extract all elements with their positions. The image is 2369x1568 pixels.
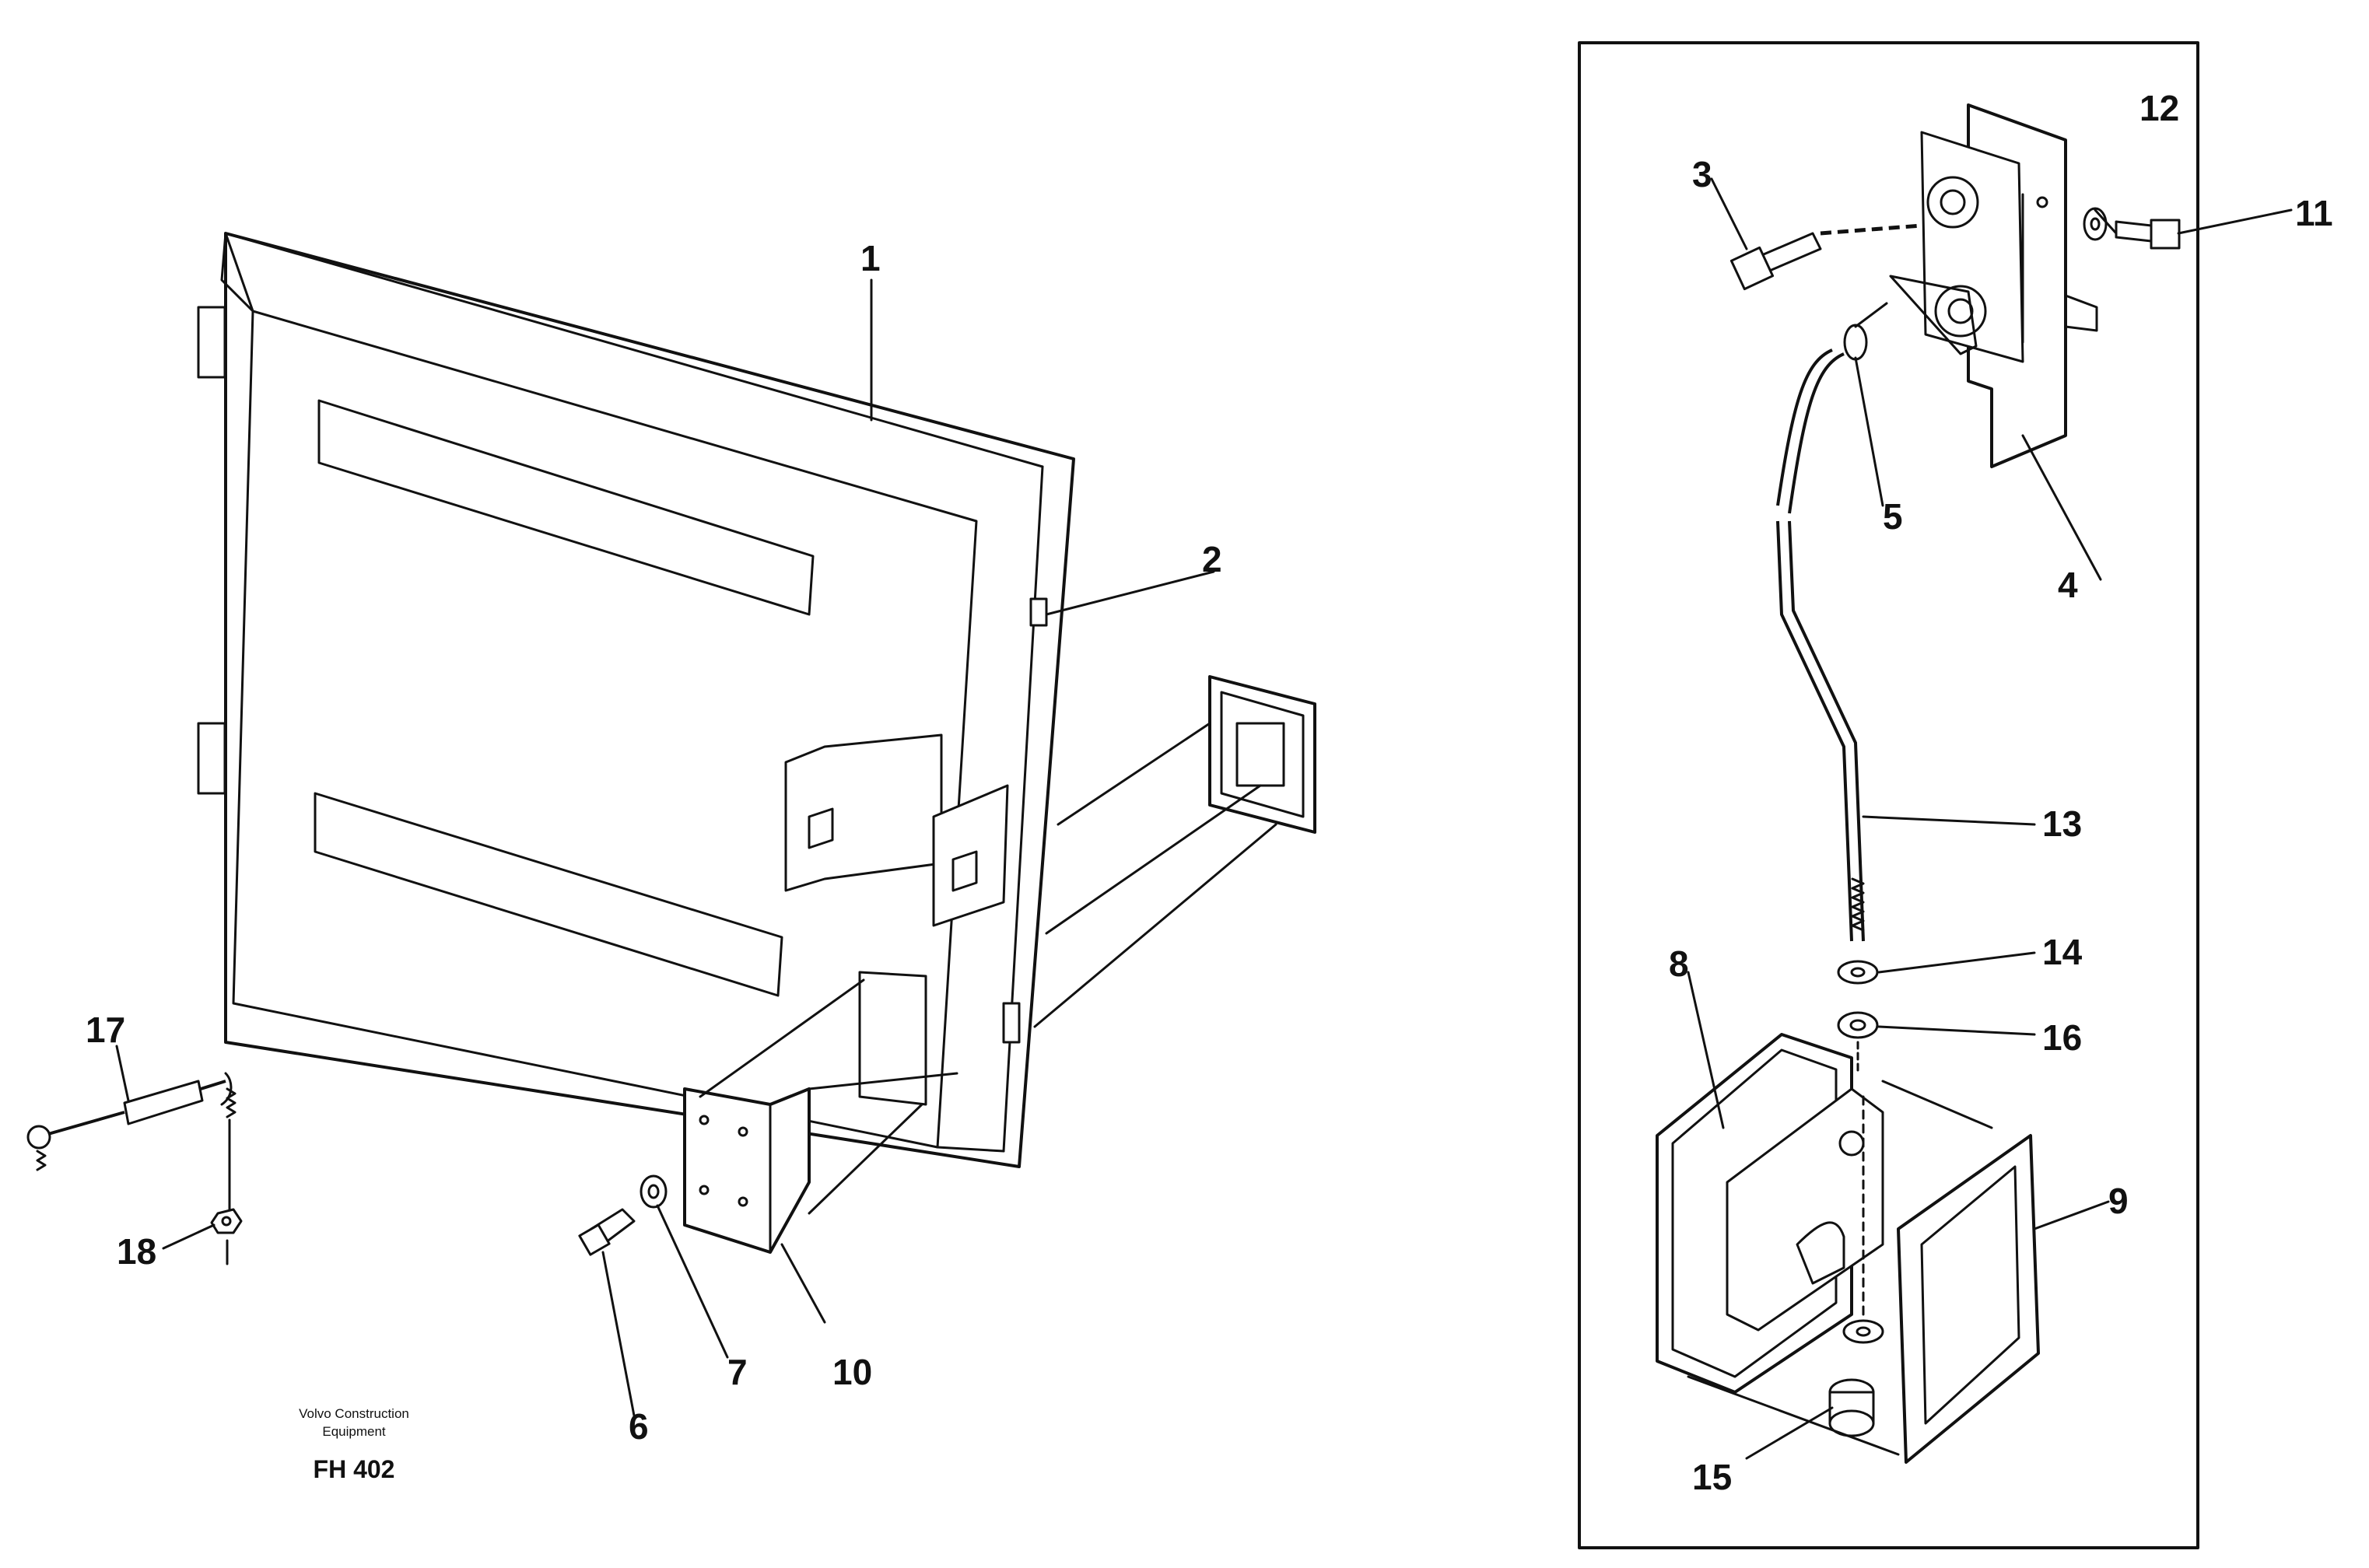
nut-18 — [210, 1208, 243, 1265]
credit-line-2: Equipment — [322, 1424, 386, 1439]
figure-code: FH 402 — [314, 1455, 395, 1483]
washer-7 — [640, 1174, 668, 1209]
callout-5: 5 — [1883, 496, 1903, 537]
callout-15: 15 — [1692, 1457, 1732, 1497]
bolt-6 — [578, 1208, 636, 1256]
washer-12 — [2083, 207, 2108, 241]
door-panel — [197, 232, 1075, 1168]
callout-13: 13 — [2042, 803, 2082, 844]
callout-9: 9 — [2108, 1181, 2129, 1221]
latch-housing-door — [1033, 675, 1316, 1028]
bolt-11 — [2115, 219, 2181, 250]
callout-14: 14 — [2042, 932, 2083, 972]
callout-1: 1 — [860, 238, 881, 278]
callout-8: 8 — [1669, 943, 1689, 984]
spacer-15 — [1828, 1319, 1884, 1437]
callout-11: 11 — [2295, 193, 2333, 233]
housing-8 — [1656, 1033, 1884, 1394]
callout-4: 4 — [2058, 565, 2078, 605]
callout-12: 12 — [2139, 88, 2179, 128]
callout-6: 6 — [629, 1406, 649, 1447]
callout-2: 2 — [1202, 539, 1222, 579]
rod-13 — [1776, 348, 1865, 942]
detail-frame — [1578, 41, 2199, 1549]
bracket-10 — [683, 978, 958, 1254]
credit-line-1: Volvo Construction — [299, 1406, 409, 1421]
callout-7: 7 — [727, 1352, 748, 1392]
leader-lines — [115, 177, 2293, 1460]
callout-3: 3 — [1692, 154, 1712, 194]
publisher-credit: Volvo Construction Equipment FH 402 — [299, 1406, 409, 1483]
callout-10: 10 — [832, 1352, 872, 1392]
callout-17: 17 — [86, 1010, 125, 1050]
callout-labels: 1 2 3 4 5 6 7 8 9 10 11 12 13 14 15 16 1… — [86, 88, 2333, 1497]
callout-18: 18 — [117, 1231, 156, 1272]
nut-16 — [1837, 1011, 1879, 1075]
gasket-9 — [1687, 1080, 2040, 1464]
callout-16: 16 — [2042, 1017, 2082, 1058]
clip-5 — [1843, 302, 1888, 361]
bolt-3 — [1729, 223, 1922, 291]
latch-lock-4 — [1889, 103, 2098, 468]
gas-strut-17 — [26, 1072, 237, 1211]
washer-14 — [1837, 960, 1879, 985]
